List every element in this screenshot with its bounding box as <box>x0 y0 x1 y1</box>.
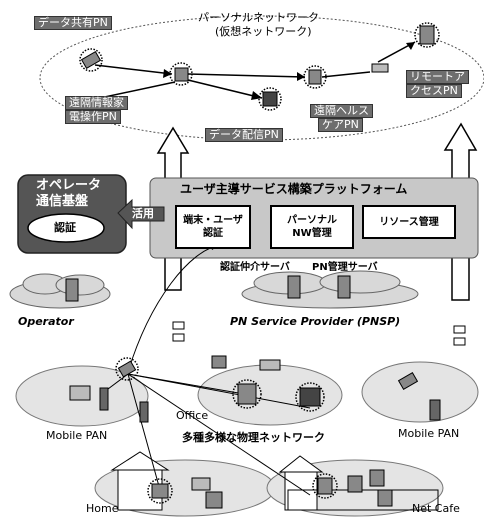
mobile-pan-right-label: Mobile PAN <box>398 427 460 440</box>
platform-title: ユーザ主導サービス構築プラットフォーム <box>180 182 408 196</box>
remote-health-pn-line-2: ケアPN <box>318 118 363 132</box>
operator-auth-label: 認証 <box>54 221 76 234</box>
remote-appliance-pn-line-2: 電操作PN <box>65 110 121 124</box>
operator-base-title-1: オペレータ <box>36 178 102 193</box>
pn-server-label: PN管理サーバ <box>312 262 378 273</box>
box-personal-nw: パーソナル NW管理 <box>270 205 354 249</box>
connection-lines <box>99 244 311 496</box>
box-auth-line-2: 認証 <box>203 228 223 239</box>
remote-access-pn-line-1: リモートア <box>406 70 469 84</box>
device-icons <box>69 25 441 509</box>
arrow-segments <box>172 321 466 346</box>
home-label: Home <box>86 502 119 515</box>
home-house <box>110 451 170 511</box>
box-auth-line-1: 端末・ユーザ <box>183 215 243 226</box>
remote-health-pn-line-1: 遠隔ヘルス <box>310 104 373 118</box>
net-cafe-label: Net Cafe <box>412 502 460 515</box>
operator-base-title-2: 通信基盤 <box>36 194 89 209</box>
netcafe-house <box>278 455 439 511</box>
mobile-pan-left-label: Mobile PAN <box>46 429 108 442</box>
operator-label: Operator <box>18 315 74 328</box>
physical-networks-label: 多種多様な物理ネットワーク <box>182 431 325 444</box>
pnsp-cloud <box>241 270 419 309</box>
pnsp-servers <box>287 275 351 299</box>
pn-title-line-2: (仮想ネットワーク) <box>215 25 312 38</box>
remote-access-pn-line-2: クセスPN <box>406 84 462 98</box>
box-resource-mgmt: リソース管理 <box>362 205 456 239</box>
box-nw-line-1: パーソナル <box>287 215 337 226</box>
pn-title-line-1: パーソナルネットワーク <box>198 11 319 24</box>
office-label: Office <box>176 409 209 422</box>
box-terminal-user-auth: 端末・ユーザ認証 <box>175 205 251 249</box>
use-label: 活用 <box>132 207 154 220</box>
box-nw-line-2: NW管理 <box>292 228 332 239</box>
operator-cloud <box>9 273 111 309</box>
data-delivery-pn-label: データ配信PN <box>205 128 283 142</box>
operator-server <box>65 278 79 302</box>
operator-base-shape <box>17 174 127 254</box>
use-arrow <box>117 198 165 230</box>
dotted-rings <box>79 22 440 504</box>
remote-appliance-pn-line-1: 遠隔情報家 <box>65 96 128 110</box>
pn-links <box>94 41 416 99</box>
pnsp-label: PN Service Provider (PNSP) <box>230 315 401 328</box>
auth-server-label: 認証仲介サーバ <box>220 262 290 273</box>
box-resource-label: リソース管理 <box>379 216 439 228</box>
data-share-pn-label: データ共有PN <box>34 16 112 30</box>
mobile-pan-right-cloud <box>361 361 479 423</box>
